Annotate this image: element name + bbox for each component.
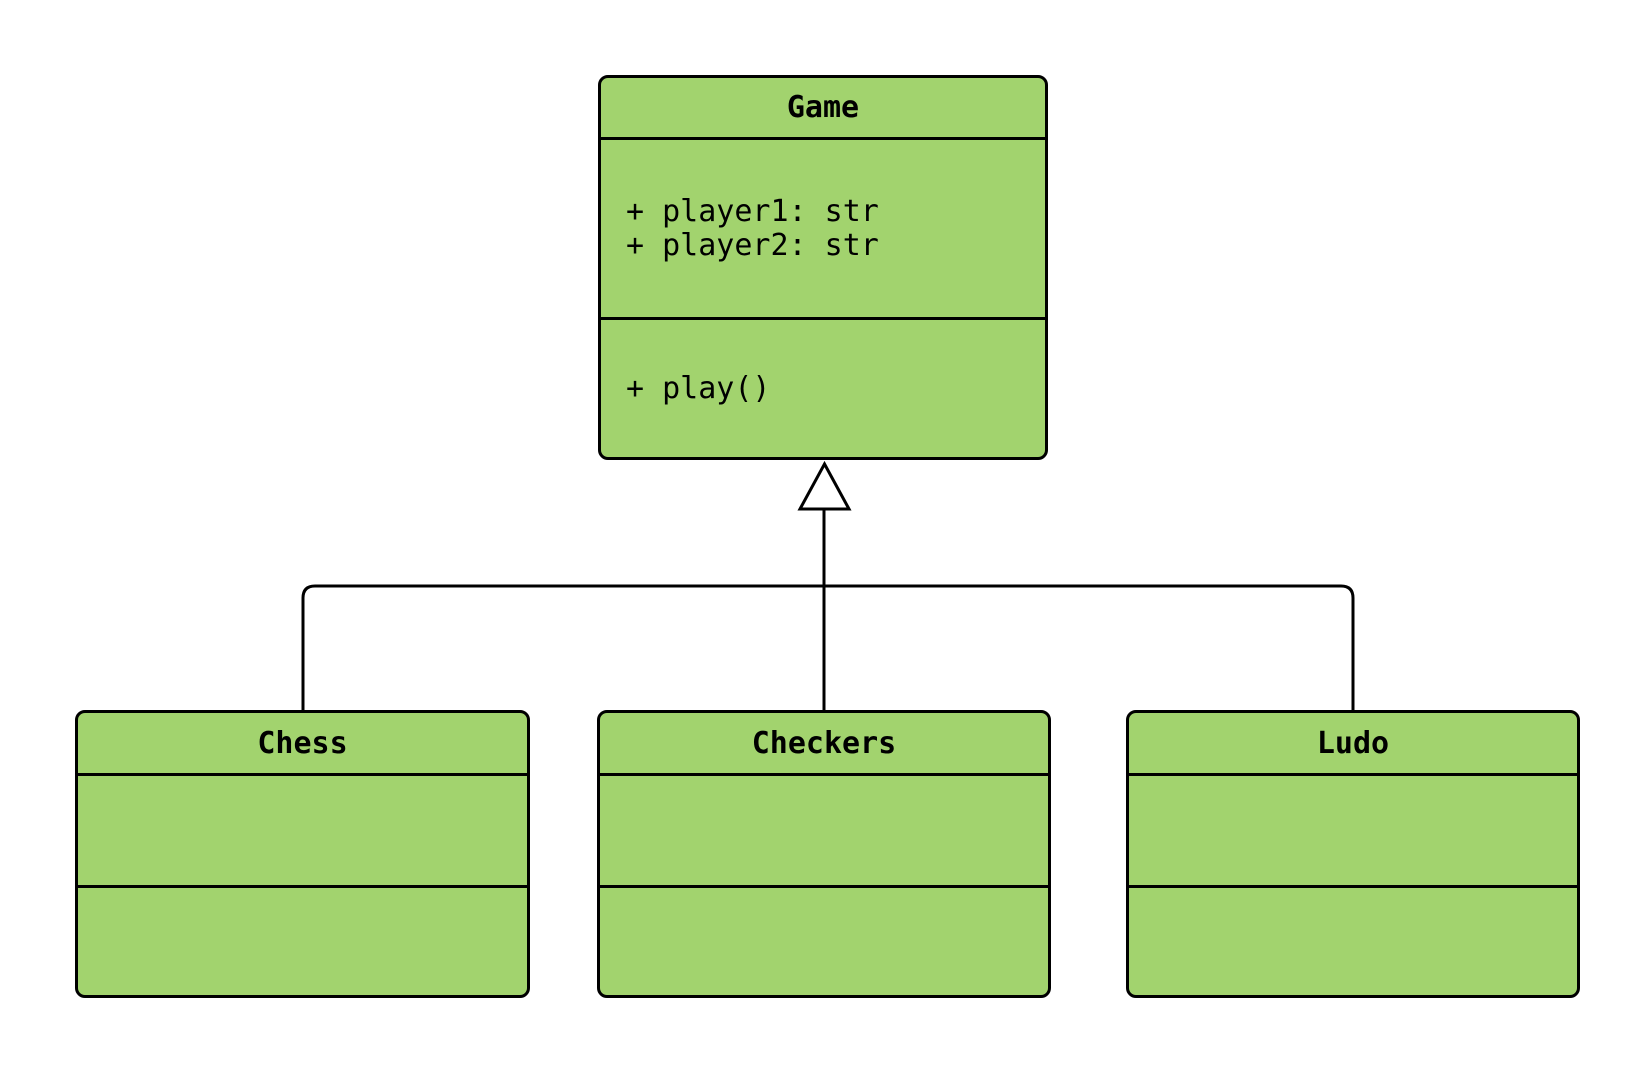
class-ludo: Ludo [1126,710,1580,998]
class-game-methods: + play() [601,320,1045,457]
class-checkers: Checkers [597,710,1051,998]
connector-line-chess-ludo [301,584,1355,712]
class-ludo-title: Ludo [1129,713,1577,776]
class-chess-title: Chess [78,713,527,776]
class-chess: Chess [75,710,530,998]
class-game: Game + player1: str + player2: str + pla… [598,75,1048,460]
class-game-title: Game [601,78,1045,140]
class-checkers-methods [600,888,1048,995]
class-game-attributes: + player1: str + player2: str [601,140,1045,320]
method-line: + play() [626,370,771,406]
class-checkers-title: Checkers [600,713,1048,776]
class-ludo-attributes [1129,776,1577,888]
class-ludo-methods [1129,888,1577,995]
class-chess-methods [78,888,527,995]
class-checkers-attributes [600,776,1048,888]
class-chess-attributes [78,776,527,888]
attribute-line: + player2: str [626,227,879,263]
attribute-line: + player1: str [626,193,879,229]
inheritance-triangle-icon [797,460,852,511]
